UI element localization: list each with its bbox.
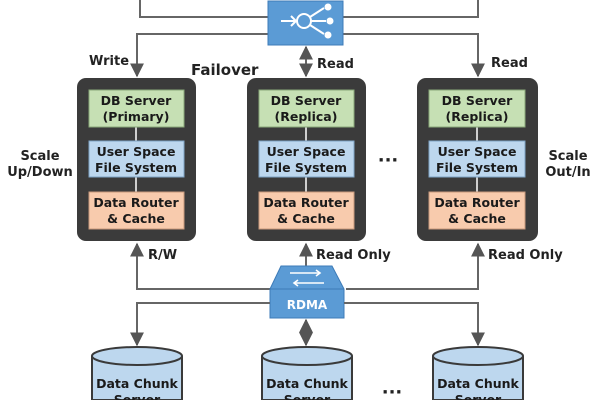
db-node-primary: DB Server (Primary) User Space File Syst… bbox=[77, 78, 196, 241]
router-line2: & Cache bbox=[448, 211, 506, 226]
write-label: Write bbox=[89, 54, 129, 69]
chunk-label-line2: Server bbox=[284, 392, 331, 400]
chunk-label-line2: Server bbox=[114, 392, 161, 400]
failover-label: Failover bbox=[191, 61, 259, 79]
load-balancer-icon bbox=[281, 3, 334, 39]
read-label-right: Read bbox=[491, 56, 528, 71]
db-server-title: DB Server bbox=[101, 93, 173, 108]
chunk-label-line1: Data Chunk bbox=[96, 376, 178, 391]
chunk-label-line1: Data Chunk bbox=[266, 376, 348, 391]
chunk-label-line2: Server bbox=[455, 392, 502, 400]
router-line2: & Cache bbox=[277, 211, 335, 226]
fs-line2: File System bbox=[95, 160, 177, 175]
db-server-title: DB Server bbox=[442, 93, 514, 108]
top-connectors bbox=[139, 0, 479, 18]
rdma-label: RDMA bbox=[287, 298, 328, 312]
fs-line2: File System bbox=[265, 160, 347, 175]
fs-line1: User Space bbox=[267, 144, 346, 159]
fs-line2: File System bbox=[436, 160, 518, 175]
nodes-ellipsis: ··· bbox=[378, 150, 399, 171]
db-server-role: (Replica) bbox=[275, 109, 338, 124]
router-line1: Data Router bbox=[263, 195, 349, 210]
rw-label: R/W bbox=[148, 248, 177, 263]
rdma-to-chunk-arrows bbox=[130, 302, 485, 347]
rdma-switch: RDMA bbox=[269, 265, 345, 319]
scale-right-line1: Scale bbox=[548, 149, 587, 164]
db-server-role: (Replica) bbox=[446, 109, 509, 124]
db-server-role: (Primary) bbox=[103, 109, 170, 124]
scale-left-line2: Up/Down bbox=[7, 165, 73, 180]
rdma-switch-icon bbox=[290, 269, 324, 287]
chunk-server-2: Data Chunk Server bbox=[261, 346, 353, 400]
switch-to-node-arrows bbox=[130, 33, 485, 78]
fs-line1: User Space bbox=[97, 144, 176, 159]
router-line1: Data Router bbox=[434, 195, 520, 210]
db-node-replica-2: DB Server (Replica) User Space File Syst… bbox=[417, 78, 538, 241]
router-line2: & Cache bbox=[107, 211, 165, 226]
node-to-rdma-arrows bbox=[130, 242, 485, 290]
read-label-center: Read bbox=[317, 57, 354, 72]
chunk-server-3: Data Chunk Server bbox=[432, 346, 524, 400]
chunks-ellipsis: ··· bbox=[382, 382, 403, 400]
scale-left-line1: Scale bbox=[20, 149, 59, 164]
chunk-label-line1: Data Chunk bbox=[437, 376, 519, 391]
db-server-title: DB Server bbox=[271, 93, 343, 108]
read-only-label-right: Read Only bbox=[488, 248, 563, 263]
top-switch bbox=[267, 0, 344, 46]
fs-line1: User Space bbox=[438, 144, 517, 159]
scale-right-line2: Out/In bbox=[545, 165, 590, 180]
read-only-label-center: Read Only bbox=[316, 248, 391, 263]
router-line1: Data Router bbox=[93, 195, 179, 210]
chunk-server-1: Data Chunk Server bbox=[91, 346, 183, 400]
db-node-replica-1: DB Server (Replica) User Space File Syst… bbox=[247, 78, 366, 241]
